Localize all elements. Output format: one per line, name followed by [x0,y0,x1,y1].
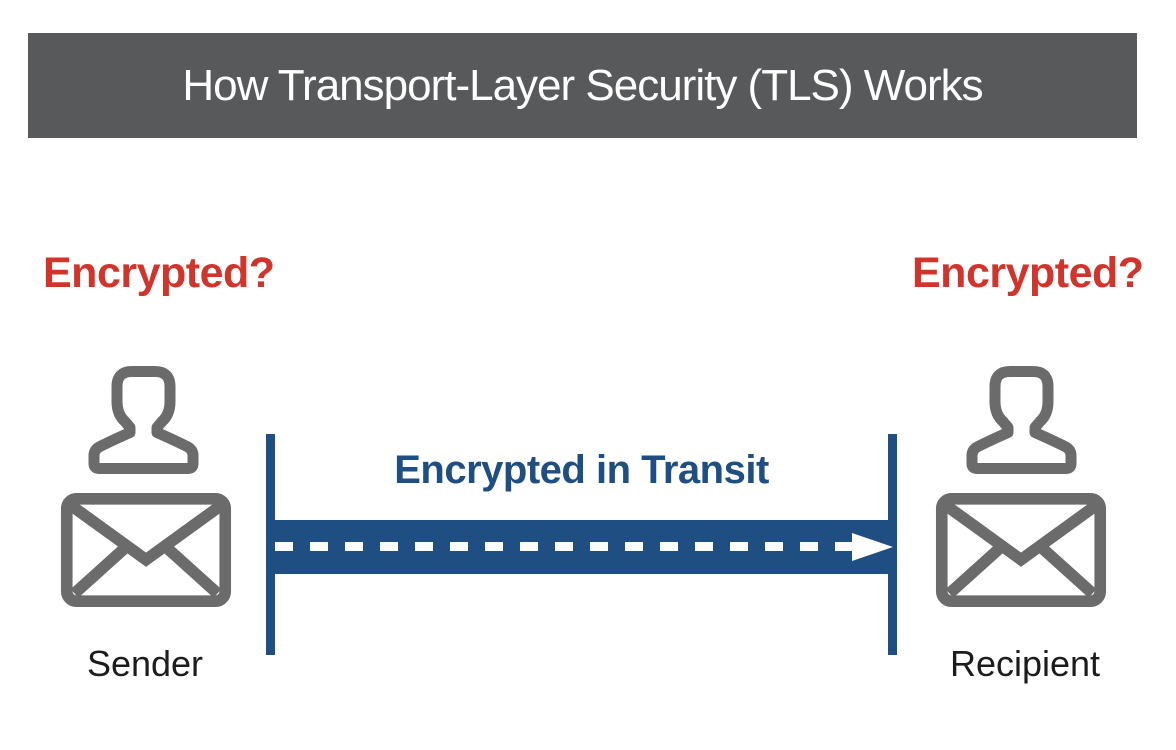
person-icon [87,363,200,478]
dashed-arrow-line-icon [275,542,855,551]
sender-encrypted-question: Encrypted? [43,249,275,297]
title-bar: How Transport-Layer Security (TLS) Works [28,33,1137,138]
recipient-label: Recipient [949,643,1101,684]
transit-label: Encrypted in Transit [394,448,769,492]
arrow-head-icon [852,533,893,561]
envelope-icon [60,492,232,608]
diagram-title: How Transport-Layer Security (TLS) Works [182,60,983,110]
person-icon [965,363,1078,478]
envelope-icon [935,492,1107,608]
sender-label: Sender [86,643,204,684]
recipient-encrypted-question: Encrypted? [912,249,1144,297]
encrypted-transit-pipe [266,520,897,574]
